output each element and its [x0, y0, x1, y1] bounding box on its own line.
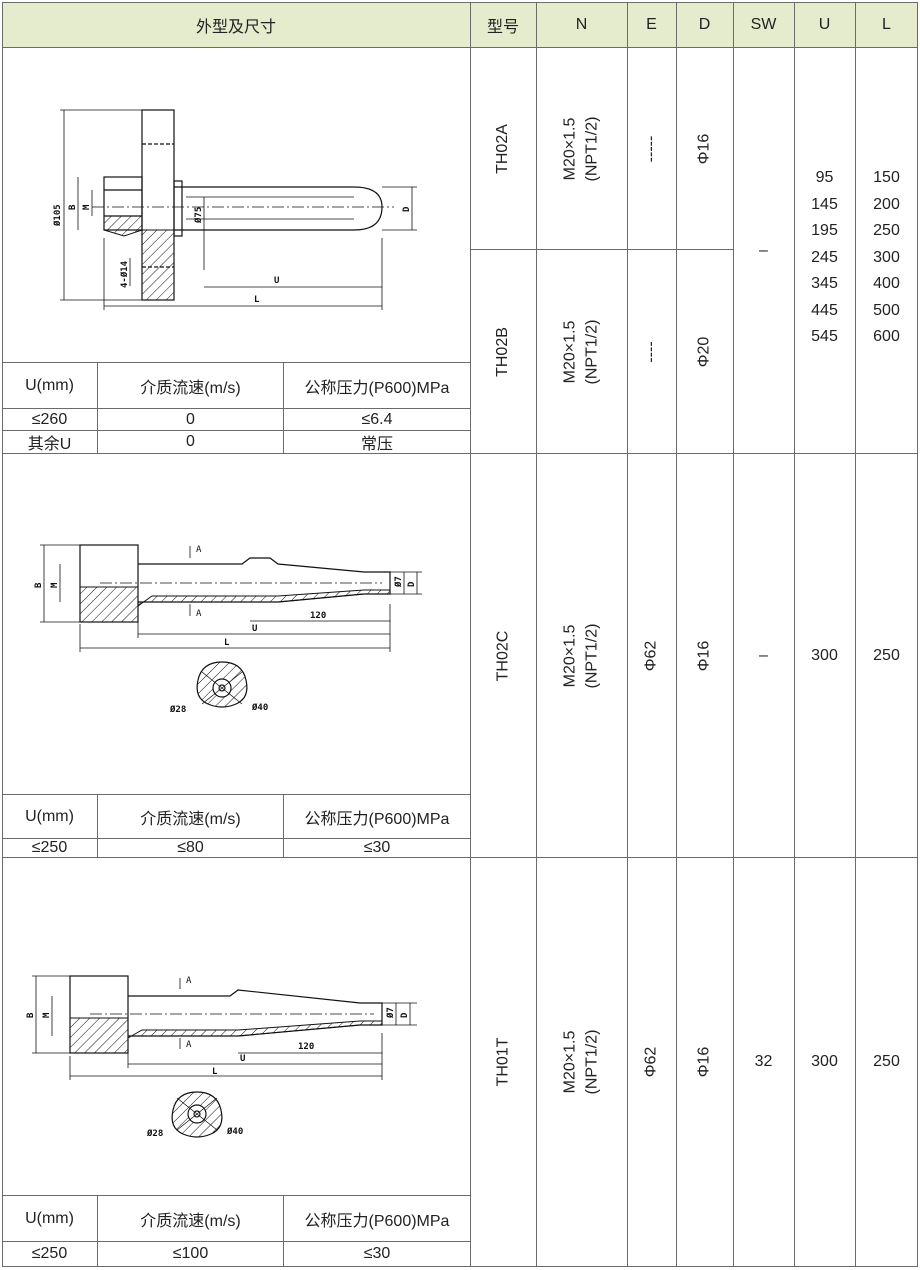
label-dia28: Ø28: [146, 1128, 163, 1139]
label-dia-small: Ø7: [385, 1007, 396, 1019]
header-n: N: [575, 15, 588, 33]
model-th02a: TH02A: [493, 123, 511, 174]
model-th01t: TH01T: [494, 1037, 511, 1087]
label-m: M: [82, 204, 92, 210]
l-th01t: 250: [873, 1053, 900, 1070]
sub1-r2-velocity: 0: [186, 433, 195, 450]
model-th02b: TH02B: [493, 326, 511, 377]
thread-th02a: M20×1.5 (NPT1/2): [561, 116, 601, 181]
header-d: D: [698, 15, 711, 33]
sub1-header-u: U(mm): [25, 376, 74, 394]
sub3-r1-u: ≤250: [31, 1245, 68, 1262]
tube: [174, 186, 383, 231]
model-th02c: TH02C: [494, 630, 511, 681]
sub2-header-pressure: 公称压力(P600)MPa: [304, 810, 450, 828]
d-th02b: Φ20: [695, 336, 713, 367]
label-a-bottom: A: [186, 1040, 192, 1050]
d-th02c: Φ16: [695, 640, 713, 671]
sub1-r1-velocity: 0: [186, 410, 195, 428]
d-th02a: Φ16: [695, 133, 713, 164]
label-l: L: [224, 638, 230, 648]
sub2-r1-pressure: ≤30: [363, 839, 391, 856]
label-m: M: [50, 582, 60, 588]
label-dia105: Ø105: [52, 204, 63, 227]
label-a-top: A: [196, 545, 202, 555]
sub2-header-velocity: 介质流速(m/s): [140, 810, 241, 828]
label-l: L: [254, 295, 260, 305]
label-b: B: [68, 204, 78, 210]
sub3-header-pressure: 公称压力(P600)MPa: [304, 1212, 450, 1230]
label-120: 120: [298, 1042, 314, 1052]
label-u: U: [252, 624, 257, 634]
sub2-header-u: U(mm): [25, 807, 74, 825]
sub1-header-pressure: 公称压力(P600)MPa: [304, 379, 450, 397]
label-m: M: [42, 1012, 52, 1018]
e-th02c: Φ62: [642, 640, 660, 671]
label-dia75: Ø75: [193, 207, 204, 224]
sub1-r2-pressure: 常压: [360, 436, 393, 453]
label-dia-small: Ø7: [393, 576, 404, 588]
sub3-header-u: U(mm): [25, 1209, 74, 1227]
label-holes: 4-Ø14: [119, 260, 130, 288]
sw-th02ab: –: [759, 241, 768, 259]
sub1-header-velocity: 介质流速(m/s): [140, 379, 241, 397]
label-d: D: [402, 206, 412, 212]
label-120: 120: [310, 611, 326, 621]
e-th01t: Φ62: [642, 1046, 660, 1078]
label-d: D: [400, 1012, 410, 1018]
sub2-r1-velocity: ≤80: [177, 839, 204, 856]
drawing-tapered-thermowell-c: B M A A D Ø7 120 U L Ø28 Ø40: [34, 544, 422, 715]
drawing-flanged-thermowell: Ø105 B M Ø75 D 4-Ø14 U L: [52, 109, 417, 310]
sub2-r1-u: ≤250: [31, 839, 68, 856]
thread-th01t: M20×1.5 (NPT1/2): [561, 1029, 601, 1095]
label-dia28: Ø28: [169, 704, 186, 715]
label-b: B: [26, 1012, 36, 1018]
cross-section-t: [171, 1091, 223, 1138]
label-a-top: A: [186, 976, 192, 986]
header-l: L: [882, 15, 891, 33]
thread-th02c: M20×1.5 (NPT1/2): [561, 623, 601, 688]
header-background: [2, 2, 918, 47]
hatched-section: [103, 215, 175, 301]
hatched-section: [79, 586, 391, 623]
header-shape-dimensions: 外型及尺寸: [195, 18, 276, 36]
label-dia40: Ø40: [251, 702, 268, 713]
u-th02c: 300: [811, 646, 838, 664]
sub3-r1-velocity: ≤100: [172, 1245, 209, 1262]
label-l: L: [212, 1067, 218, 1077]
l-th02c: 250: [873, 646, 900, 664]
sub3-header-velocity: 介质流速(m/s): [140, 1212, 241, 1230]
header-u: U: [818, 15, 831, 33]
e-th02b: ----: [642, 340, 660, 363]
label-a-bottom: A: [196, 609, 202, 619]
u-th01t: 300: [811, 1053, 838, 1070]
thread-th02b: M20×1.5 (NPT1/2): [561, 319, 601, 384]
e-th02a: -----: [642, 135, 660, 162]
header-sw: SW: [750, 15, 777, 33]
hatched-section: [69, 1017, 383, 1054]
sub1-r2-u: 其余U: [27, 436, 72, 453]
label-dia40: Ø40: [226, 1126, 243, 1137]
sub1-r1-pressure: ≤6.4: [361, 410, 393, 428]
label-d: D: [407, 581, 417, 587]
sw-th01t: 32: [754, 1053, 773, 1070]
sub1-r1-u: ≤260: [31, 410, 68, 428]
sub3-r1-pressure: ≤30: [363, 1245, 391, 1262]
label-u: U: [240, 1054, 245, 1064]
header-e: E: [646, 15, 657, 33]
sw-th02c: –: [759, 646, 768, 664]
label-u: U: [274, 276, 279, 286]
d-th01t: Φ16: [695, 1046, 713, 1078]
header-model: 型号: [486, 18, 519, 36]
label-b: B: [34, 582, 44, 588]
drawing-tapered-thermowell-t: B M A A D Ø7 120 U L Ø28 Ø40: [26, 975, 417, 1139]
cross-section-c: [196, 661, 248, 708]
